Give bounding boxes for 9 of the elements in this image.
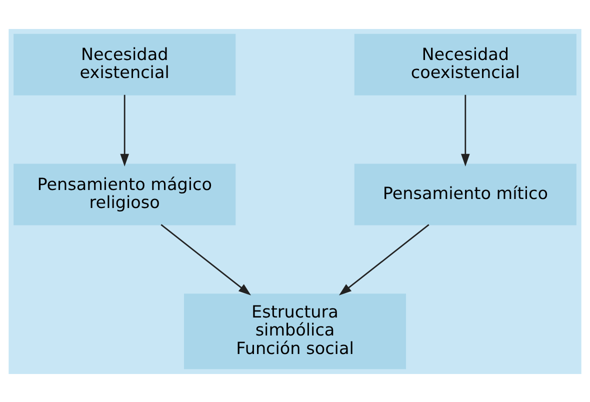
arrow — [338, 224, 430, 295]
arrow — [120, 94, 129, 166]
arrow — [461, 94, 470, 166]
arrow — [160, 224, 252, 295]
node-box: Necesidad coexistencial — [354, 33, 576, 95]
node-box: Pensamiento mágico religioso — [14, 163, 236, 225]
node-box: Estructura simbólica Función social — [184, 293, 406, 369]
node-box: Necesidad existencial — [14, 33, 236, 95]
node-box: Pensamiento mítico — [354, 163, 576, 225]
